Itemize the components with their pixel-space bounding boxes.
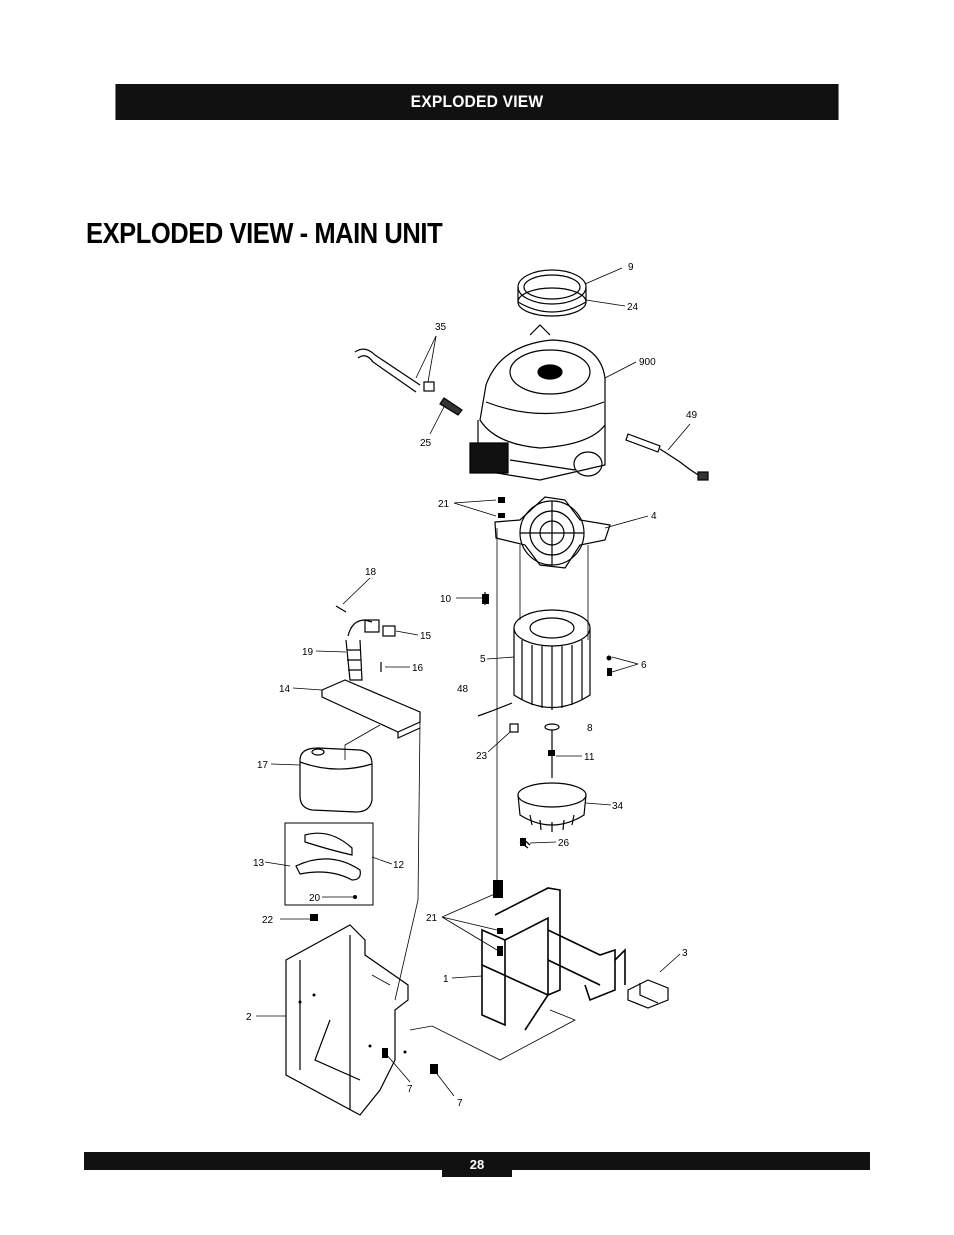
part-stator-plate — [494, 496, 611, 569]
callout-9: 9 — [628, 262, 634, 273]
part-screw-23 — [509, 723, 519, 733]
fasteners — [298, 497, 612, 1074]
part-engine — [469, 324, 606, 481]
callout-1: 1 — [443, 974, 449, 985]
callout-26: 26 — [558, 838, 570, 849]
callout-17: 17 — [257, 760, 269, 771]
part-washer — [544, 723, 560, 731]
callout-8: 8 — [587, 723, 593, 734]
page-number: 28 — [469, 1157, 485, 1172]
page-title: EXPLODED VIEW - MAIN UNIT — [86, 218, 443, 250]
part-housing-panel — [285, 924, 409, 1116]
page-number-tab: 28 — [442, 1152, 512, 1177]
callout-24: 24 — [627, 302, 639, 313]
callout-10: 10 — [440, 594, 452, 605]
callout-7-right: 7 — [457, 1098, 463, 1109]
callout-4: 4 — [651, 511, 657, 522]
part-gasket-set — [284, 822, 374, 906]
callout-35: 35 — [435, 322, 447, 333]
callout-48: 48 — [457, 684, 469, 695]
callout-13: 13 — [253, 858, 265, 869]
callout-49: 49 — [686, 410, 698, 421]
callout-6: 6 — [641, 660, 647, 671]
callout-23: 23 — [476, 751, 488, 762]
callout-2: 2 — [246, 1012, 252, 1023]
part-muffler — [299, 747, 373, 813]
part-air-filter-ring — [517, 269, 587, 317]
callout-25: 25 — [420, 438, 432, 449]
part-rubber-foot — [627, 979, 669, 1009]
callout-5: 5 — [480, 654, 486, 665]
callout-900: 900 — [639, 357, 656, 368]
part-sensor — [625, 433, 709, 481]
part-frame — [481, 887, 626, 1031]
callout-14: 14 — [279, 684, 291, 695]
callout-20: 20 — [309, 893, 321, 904]
callout-22: 22 — [262, 915, 274, 926]
part-filler-neck — [335, 605, 396, 681]
part-ground-wire — [477, 702, 513, 717]
callout-19: 19 — [302, 647, 314, 658]
part-fuel-hose — [354, 348, 463, 416]
section-header-bar: EXPLODED VIEW — [115, 84, 839, 120]
callout-3: 3 — [682, 948, 688, 959]
callout-18: 18 — [365, 567, 377, 578]
part-end-cover — [517, 782, 587, 832]
callout-15: 15 — [420, 631, 432, 642]
callout-7-left: 7 — [407, 1084, 413, 1095]
callout-21-bottom: 21 — [426, 913, 438, 924]
part-mounting-bracket — [321, 679, 421, 739]
callout-16: 16 — [412, 663, 424, 674]
callout-21-top: 21 — [438, 499, 450, 510]
part-rotor — [513, 609, 591, 710]
section-title: EXPLODED VIEW — [410, 92, 544, 111]
callout-11: 11 — [584, 752, 595, 763]
callout-34: 34 — [612, 801, 624, 812]
callout-12: 12 — [393, 860, 405, 871]
